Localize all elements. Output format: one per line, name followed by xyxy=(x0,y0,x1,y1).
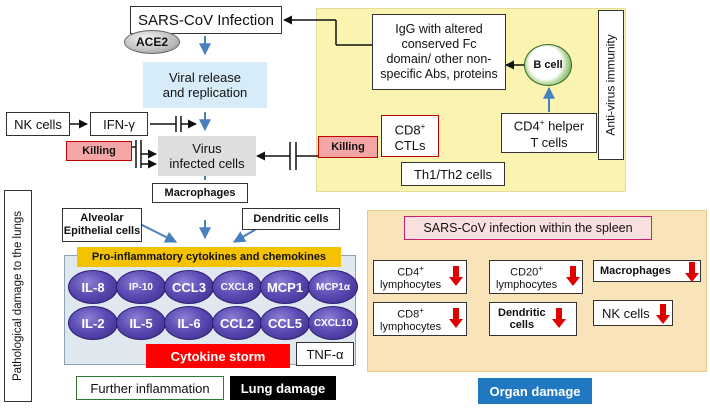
pathological-damage-label: Pathological damage to the lungs xyxy=(4,190,32,402)
spleen-title-box: SARS-CoV infection within the spleen xyxy=(404,216,652,240)
tnf-alpha-box: TNF-α xyxy=(296,342,354,366)
cytokine-mcp1-: MCP1α xyxy=(308,270,358,304)
cytokine-storm-label: Cytokine storm xyxy=(146,344,290,368)
killing-left-label: Killing xyxy=(66,141,132,161)
lung-damage-label: Lung damage xyxy=(230,376,336,400)
further-inflammation-box: Further inflammation xyxy=(76,376,224,400)
cytokine-il-2: IL-2 xyxy=(68,306,118,340)
dendritic-cells-box: Dendritic cells xyxy=(242,208,340,230)
cytokine-mcp1: MCP1 xyxy=(260,270,310,304)
down-arrow-icon xyxy=(685,262,699,282)
ctls-label: CTLs xyxy=(394,138,426,154)
cytokine-il-5: IL-5 xyxy=(116,306,166,340)
ifn-gamma-box: IFN-γ xyxy=(90,112,148,136)
cd4-helper-box: CD4+ helper T cells xyxy=(501,113,597,153)
pathological-damage-text: Pathological damage to the lungs xyxy=(12,210,25,382)
cd4-helper-line1: CD4+ helper xyxy=(513,118,585,134)
ace2-badge: ACE2 xyxy=(124,30,180,54)
anti-virus-immunity-label: Anti-virus immunity xyxy=(598,10,624,160)
cd8-label: CD8 xyxy=(394,122,421,138)
spleen-macrophages-box: Macrophages xyxy=(593,260,701,282)
cytokine-ccl2: CCL2 xyxy=(212,306,262,340)
nk-cells-box: NK cells xyxy=(6,112,70,136)
cd8-sup: + xyxy=(420,122,426,131)
down-arrow-icon xyxy=(552,308,566,328)
organ-damage-label: Organ damage xyxy=(478,378,592,404)
cytokine-cxcl8: CXCL8 xyxy=(212,270,262,304)
b-cell-label: B cell xyxy=(533,59,563,71)
virus-infected-cells-box: Virus infected cells xyxy=(158,136,256,176)
cytokine-ccl5: CCL5 xyxy=(260,306,310,340)
cytokine-ip-10: IP-10 xyxy=(116,270,166,304)
b-cell: B cell xyxy=(524,44,572,86)
cytokine-cxcl10: CXCL10 xyxy=(308,306,358,340)
down-arrow-icon xyxy=(449,266,463,286)
alveolar-epithelial-box: Alveolar Epithelial cells xyxy=(62,208,142,242)
killing-right-label: Killing xyxy=(318,136,378,158)
spleen-nk-cells-box: NK cells xyxy=(593,300,673,326)
th1-th2-box: Th1/Th2 cells xyxy=(401,162,505,186)
macrophages-box: Macrophages xyxy=(152,183,248,203)
down-arrow-icon xyxy=(449,308,463,328)
viral-release-box: Viral release and replication xyxy=(143,62,267,108)
pro-inflammatory-banner: Pro-inflammatory cytokines and chemokine… xyxy=(77,247,341,267)
cytokine-il-6: IL-6 xyxy=(164,306,214,340)
anti-virus-immunity-text: Anti-virus immunity xyxy=(604,34,619,136)
cytokine-il-8: IL-8 xyxy=(68,270,118,304)
cytokine-ccl3: CCL3 xyxy=(164,270,214,304)
down-arrow-icon xyxy=(566,266,580,286)
cd8-ctls-box: CD8+ CTLs xyxy=(381,115,439,157)
down-arrow-icon xyxy=(656,304,670,324)
igg-box: IgG with altered conserved Fc domain/ ot… xyxy=(372,14,506,90)
cd4-helper-line2: T cells xyxy=(530,134,568,150)
